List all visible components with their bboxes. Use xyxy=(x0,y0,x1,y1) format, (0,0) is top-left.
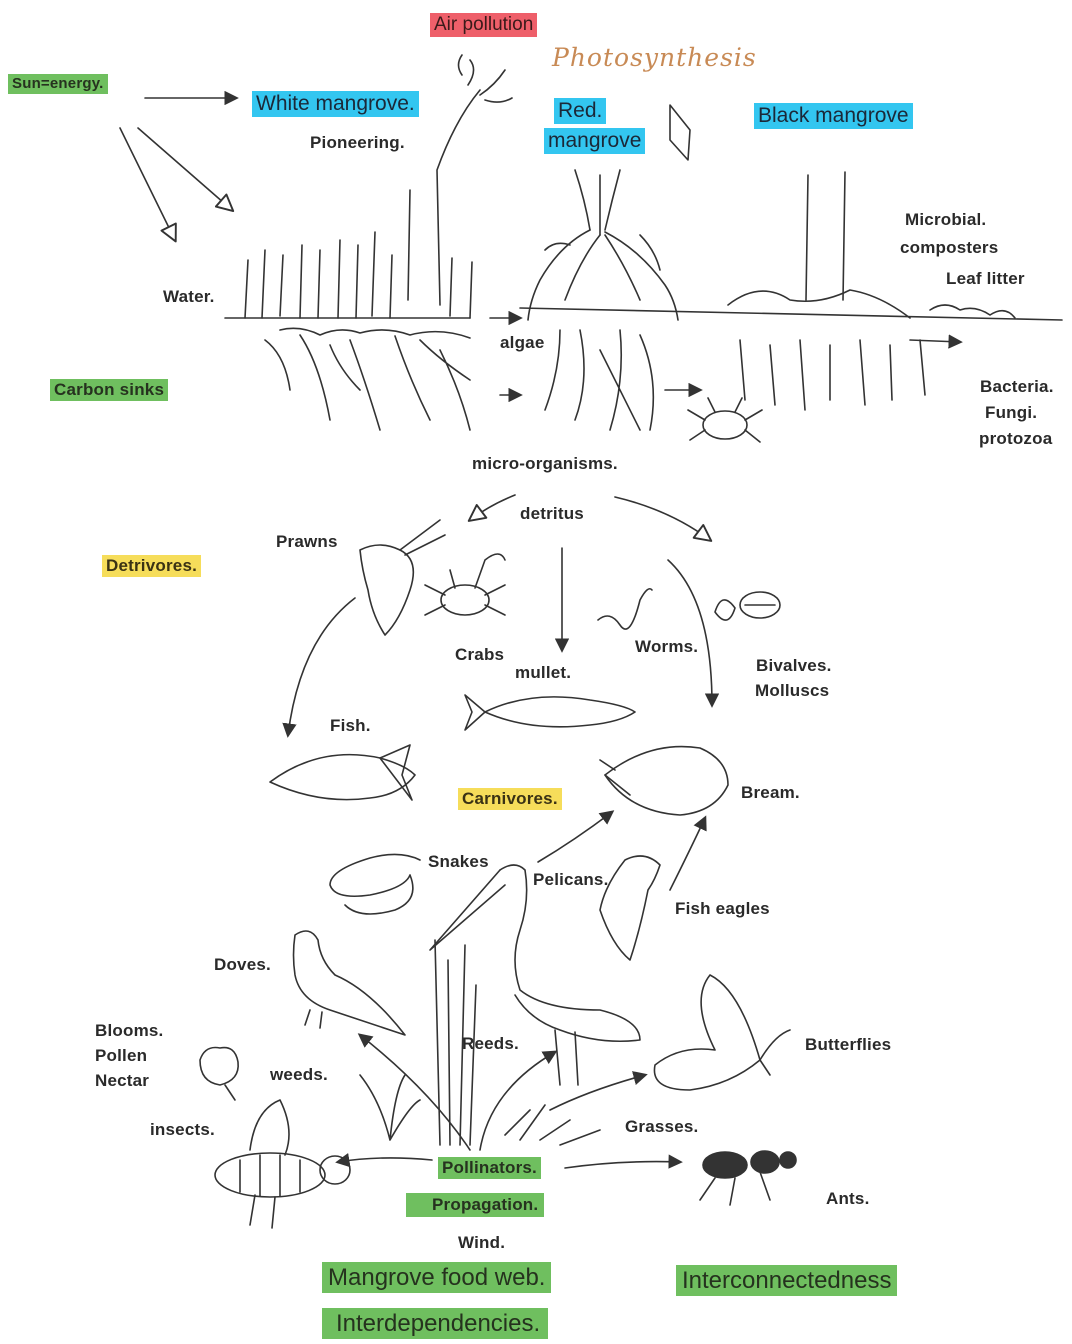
butterflies-label: Butterflies xyxy=(805,1036,891,1054)
mangrove-food-web-title: Mangrove food web. xyxy=(322,1262,551,1293)
sun-energy-arrows xyxy=(120,98,236,240)
pioneering-label: Pioneering. xyxy=(310,134,405,152)
composters-label: composters xyxy=(900,239,998,257)
water-line xyxy=(225,308,1062,320)
bivalve-drawing xyxy=(715,592,780,620)
detritus-label: detritus xyxy=(520,505,584,523)
insects-label: insects. xyxy=(150,1121,215,1139)
protozoa-label: protozoa xyxy=(979,430,1052,448)
butterfly-drawing xyxy=(654,975,790,1090)
worms-label: Worms. xyxy=(635,638,698,656)
ants-label: Ants. xyxy=(826,1190,870,1208)
fish-drawing xyxy=(270,745,415,800)
bacteria-label: Bacteria. xyxy=(980,378,1054,396)
leaf-litter-label: Leaf litter xyxy=(946,270,1025,288)
snakes-label: Snakes xyxy=(428,853,489,871)
red-mangrove-label-2: mangrove xyxy=(544,128,645,154)
root-crab-drawing xyxy=(688,398,762,442)
doves-label: Doves. xyxy=(214,956,271,974)
pollinators-label: Pollinators. xyxy=(438,1157,541,1179)
micro-organisms-label: micro-organisms. xyxy=(472,455,618,473)
mullet-drawing xyxy=(465,695,635,730)
wind-label: Wind. xyxy=(458,1234,505,1252)
white-mangrove-label: White mangrove. xyxy=(252,91,419,117)
worm-drawing xyxy=(598,589,652,629)
prawn-drawing xyxy=(360,520,445,635)
fish-eagles-label: Fish eagles xyxy=(675,900,770,918)
microbial-label: Microbial. xyxy=(905,211,986,229)
bream-label: Bream. xyxy=(741,784,800,802)
prawns-label: Prawns xyxy=(276,533,338,551)
interconnectedness-label: Interconnectedness xyxy=(676,1265,897,1296)
pollen-label: Pollen xyxy=(95,1047,147,1065)
nectar-label: Nectar xyxy=(95,1072,149,1090)
air-pollution-label: Air pollution xyxy=(430,13,537,37)
carbon-sinks-label: Carbon sinks xyxy=(50,379,168,401)
crab-drawing xyxy=(425,554,505,615)
propagation-label: Propagation. xyxy=(406,1193,544,1217)
fish-label: Fish. xyxy=(330,717,371,735)
algae-label: algae xyxy=(500,334,544,352)
detrivores-label: Detrivores. xyxy=(102,555,201,577)
molluscs-label: Molluscs xyxy=(755,682,829,700)
flower-drawing xyxy=(200,1048,238,1101)
red-mangrove-label-1: Red. xyxy=(554,98,606,124)
black-mangrove-drawing xyxy=(728,172,1015,410)
reeds-label: Reeds. xyxy=(462,1035,519,1053)
pollinator-arrows xyxy=(338,1035,680,1168)
sun-energy-label: Sun=energy. xyxy=(8,74,108,94)
black-mangrove-label: Black mangrove xyxy=(754,103,913,129)
dove-drawing xyxy=(294,931,406,1035)
grasses-label: Grasses. xyxy=(625,1118,698,1136)
weeds-label: weeds. xyxy=(270,1066,328,1084)
detritus-arrows xyxy=(288,495,712,735)
blooms-label: Blooms. xyxy=(95,1022,163,1040)
grass-drawing xyxy=(505,1105,600,1145)
photosynthesis-label: Photosynthesis xyxy=(552,45,757,71)
mullet-label: mullet. xyxy=(515,664,571,682)
bee-drawing xyxy=(215,1100,350,1228)
ant-drawing xyxy=(700,1151,796,1205)
carnivores-label: Carnivores. xyxy=(458,788,562,810)
snake-drawing xyxy=(330,854,420,914)
weeds-drawing xyxy=(360,1075,420,1140)
bivalves-label: Bivalves. xyxy=(756,657,832,675)
crabs-label: Crabs xyxy=(455,646,504,664)
fungi-label: Fungi. xyxy=(985,404,1037,422)
bream-drawing xyxy=(600,747,728,815)
pelicans-label: Pelicans. xyxy=(533,871,609,889)
interdependencies-label: Interdependencies. xyxy=(322,1308,548,1339)
fish-eagle-drawing xyxy=(600,856,660,960)
water-label: Water. xyxy=(163,288,215,306)
